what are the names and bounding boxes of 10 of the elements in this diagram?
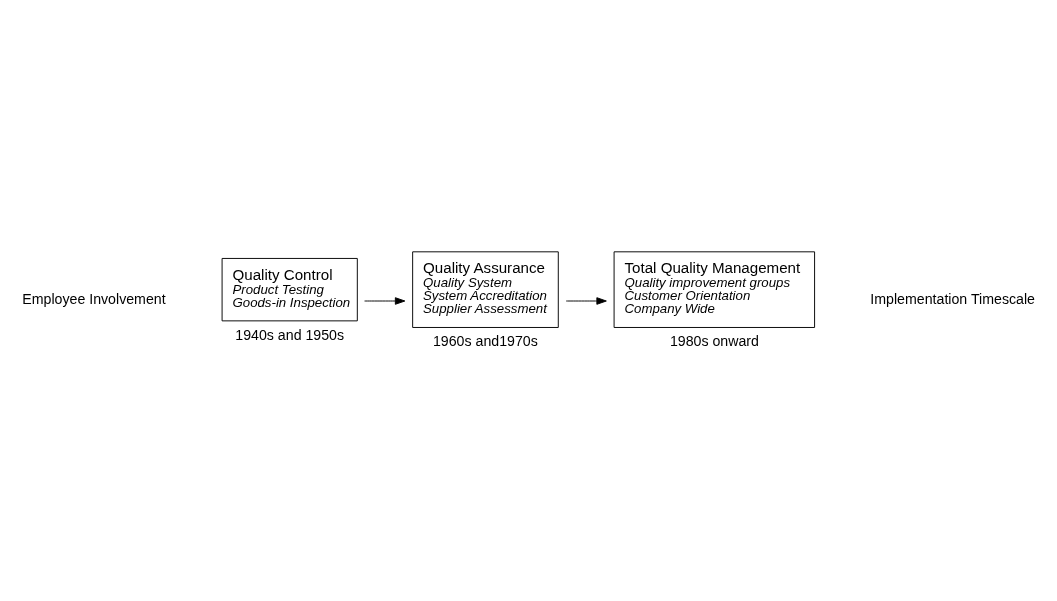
node-box: Total Quality Management Quality improvement groups Customer Orientation Company Wide <box>613 250 816 328</box>
arrow <box>565 296 607 305</box>
label: Implementation Timescale <box>870 290 1035 307</box>
label: Employee Involvement <box>22 290 166 307</box>
node-box: Quality Assurance Quality System System Accreditation Supplier Assessment <box>412 250 559 328</box>
arrow <box>364 296 406 305</box>
node-label: 1960s and1970s <box>432 332 538 349</box>
node-label: 1980s onward <box>669 332 759 349</box>
node-box: Quality Control Product Testing Goods-in Inspection <box>221 257 358 321</box>
node-label: 1940s and 1950s <box>235 326 345 343</box>
